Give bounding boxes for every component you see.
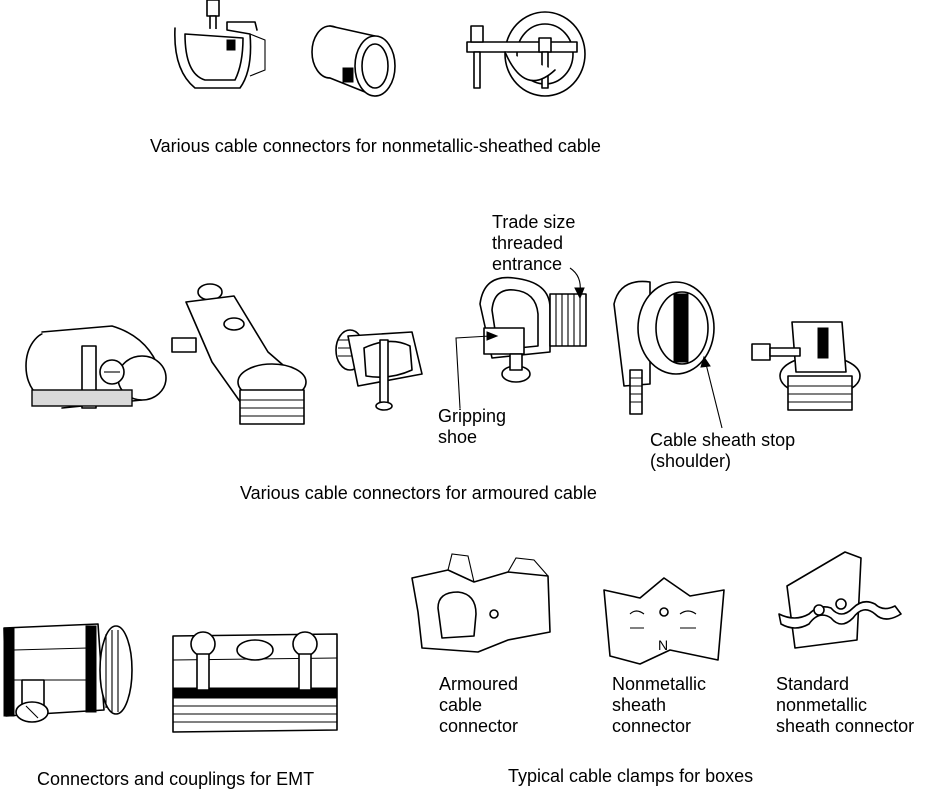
caption-armoured-cable-connectors: Various cable connectors for armoured ca… [240, 483, 597, 503]
clamp-armoured-illustration [411, 553, 551, 653]
emt-coupling-illustration [172, 631, 338, 733]
armoured-connector-gripping-illustration [479, 276, 587, 383]
clamp-standard-illustration [778, 551, 902, 649]
caption-emt-connectors-couplings: Connectors and couplings for EMT [37, 769, 315, 789]
armoured-connector-set-screw-illustration [751, 321, 861, 411]
clamp-nonmetallic-illustration: N [603, 577, 725, 665]
callout-cable-sheath-stop: Cable sheath stop (shoulder) [650, 430, 796, 471]
nm-connector-strap-illustration [174, 0, 266, 89]
clamp-label-standard: Standard nonmetallic sheath connector [776, 674, 915, 736]
clamp-label-armoured: Armoured cable connector [439, 674, 519, 736]
clamp-stamp-letter: N [658, 637, 668, 653]
clamp-label-nonmetallic: Nonmetallic sheath connector [612, 674, 707, 736]
armoured-connector-elbow-illustration [171, 283, 307, 425]
emt-connector-illustration [3, 623, 133, 723]
armoured-connector-angle-illustration [25, 325, 167, 409]
callout-trade-size-threaded-entrance: Trade size threaded entrance [492, 212, 576, 274]
callout-gripping-shoe: Gripping shoe [438, 406, 507, 447]
armoured-connector-sheath-stop-illustration [613, 280, 715, 415]
caption-box-cable-clamps: Typical cable clamps for boxes [508, 766, 754, 786]
armoured-connector-strap-illustration [335, 329, 423, 411]
caption-nm-cable-connectors: Various cable connectors for nonmetallic… [150, 136, 601, 156]
nm-connector-squeeze-illustration [311, 25, 396, 97]
nm-connector-clamp-illustration [466, 11, 586, 97]
